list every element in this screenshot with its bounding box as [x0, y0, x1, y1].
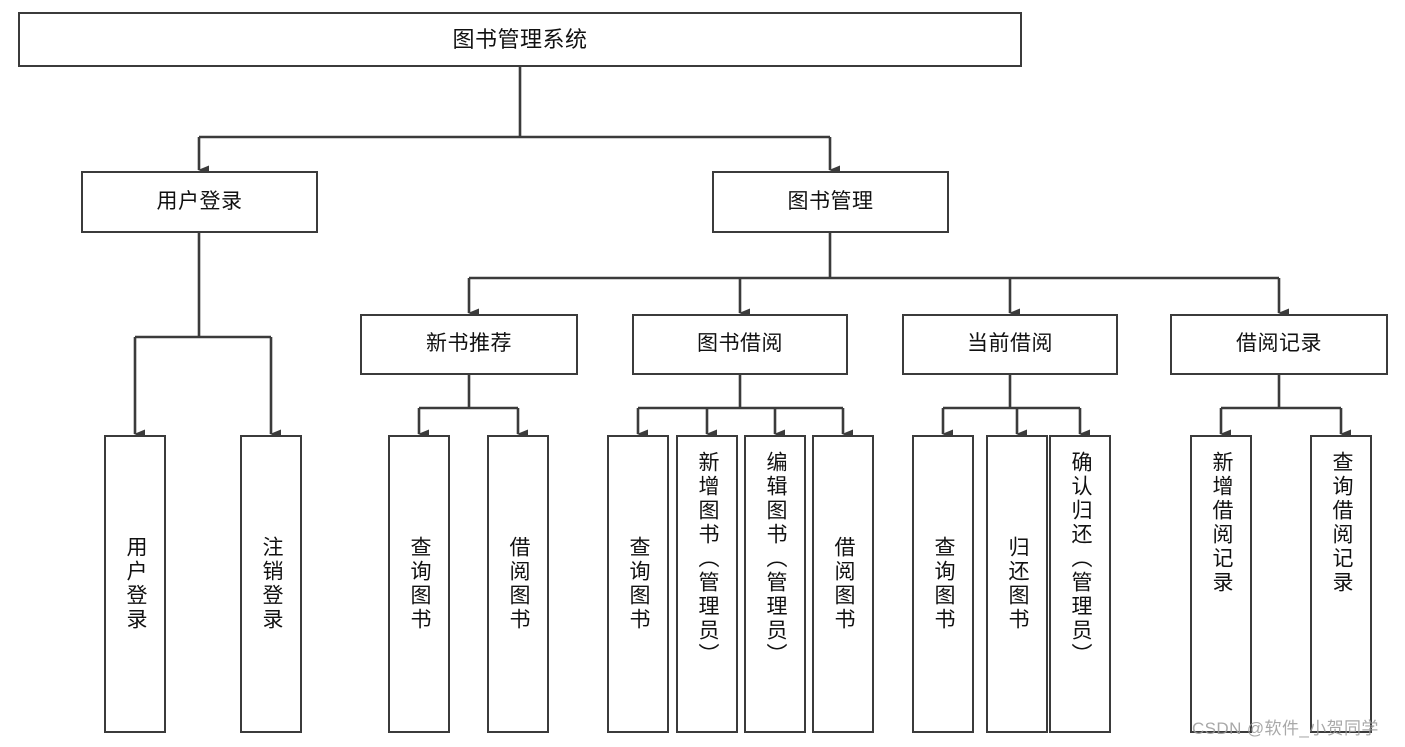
node-leaf-确认归还管理员-10[interactable]: 确认归还（管理员） [1049, 435, 1111, 733]
node-l2-label: 图书借阅 [697, 332, 783, 356]
node-leaf-label: 查询图书 [627, 536, 651, 632]
node-leaf-查询图书-8[interactable]: 查询图书 [912, 435, 974, 733]
node-leaf-label: 用户登录 [124, 536, 148, 632]
node-l2-label: 新书推荐 [426, 332, 512, 356]
node-l2-label: 借阅记录 [1236, 332, 1322, 356]
node-root-label: 图书管理系统 [452, 26, 588, 52]
node-root[interactable]: 图书管理系统 [18, 12, 1022, 67]
node-leaf-归还图书-9[interactable]: 归还图书 [986, 435, 1048, 733]
node-leaf-label: 归还图书 [1006, 536, 1030, 632]
node-l1-label: 用户登录 [156, 189, 243, 213]
node-leaf-查询借阅记录-12[interactable]: 查询借阅记录 [1310, 435, 1372, 733]
node-leaf-查询图书-4[interactable]: 查询图书 [607, 435, 669, 733]
node-leaf-查询图书-2[interactable]: 查询图书 [388, 435, 450, 733]
node-leaf-新增图书管理员-5[interactable]: 新增图书（管理员） [676, 435, 738, 733]
node-leaf-label: 注销登录 [260, 536, 284, 632]
node-leaf-label: 查询图书 [932, 536, 956, 632]
node-l2-新书推荐-0[interactable]: 新书推荐 [360, 314, 578, 375]
node-l1-图书管理-1[interactable]: 图书管理 [712, 171, 949, 233]
node-leaf-label: 借阅图书 [507, 536, 531, 632]
node-leaf-label: 新增图书（管理员） [696, 451, 720, 667]
node-leaf-label: 确认归还（管理员） [1069, 451, 1093, 667]
node-leaf-编辑图书管理员-6[interactable]: 编辑图书（管理员） [744, 435, 806, 733]
node-leaf-label: 查询借阅记录 [1330, 451, 1354, 595]
node-l2-当前借阅-2[interactable]: 当前借阅 [902, 314, 1118, 375]
node-l2-借阅记录-3[interactable]: 借阅记录 [1170, 314, 1388, 375]
node-leaf-label: 借阅图书 [832, 536, 856, 632]
node-l2-label: 当前借阅 [967, 332, 1053, 356]
watermark: CSDN @软件_小贺同学 [1192, 719, 1379, 738]
node-leaf-注销登录-1[interactable]: 注销登录 [240, 435, 302, 733]
node-leaf-借阅图书-7[interactable]: 借阅图书 [812, 435, 874, 733]
node-leaf-label: 编辑图书（管理员） [764, 451, 788, 667]
node-leaf-label: 新增借阅记录 [1210, 451, 1234, 595]
node-l1-用户登录-0[interactable]: 用户登录 [81, 171, 318, 233]
node-leaf-label: 查询图书 [408, 536, 432, 632]
node-leaf-借阅图书-3[interactable]: 借阅图书 [487, 435, 549, 733]
node-leaf-新增借阅记录-11[interactable]: 新增借阅记录 [1190, 435, 1252, 733]
node-leaf-用户登录-0[interactable]: 用户登录 [104, 435, 166, 733]
node-l1-label: 图书管理 [787, 189, 874, 213]
node-l2-图书借阅-1[interactable]: 图书借阅 [632, 314, 848, 375]
